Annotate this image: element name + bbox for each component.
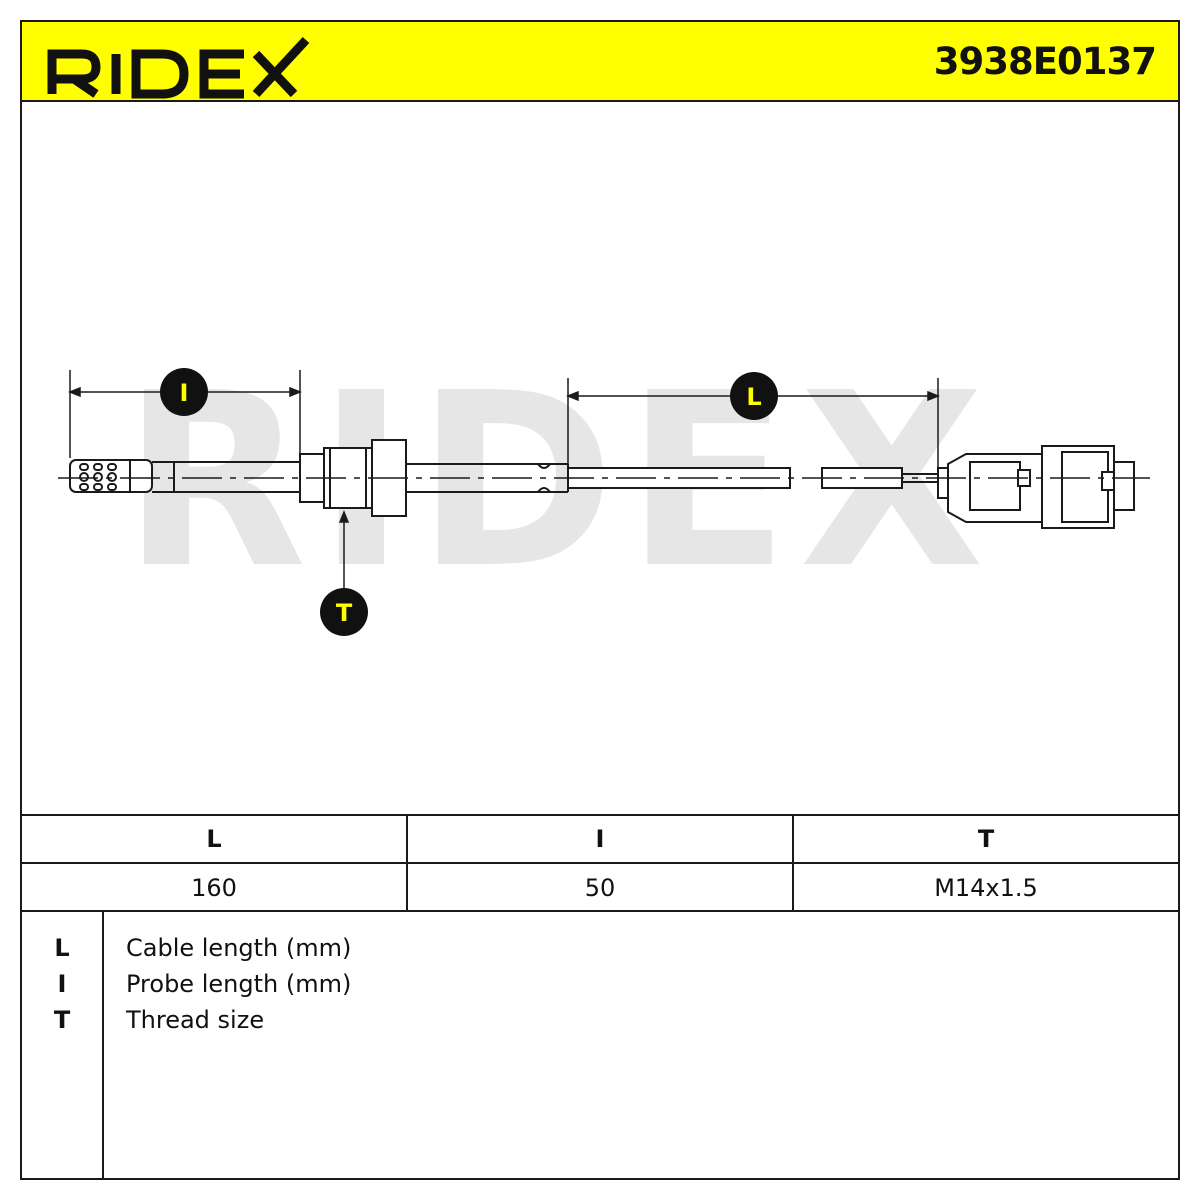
spec-header-row: L I T: [22, 816, 1178, 864]
callout-thread: [320, 588, 368, 636]
spec-value-thread: M14x1.5: [934, 874, 1038, 902]
probe-holes: [79, 463, 117, 491]
ridex-logo: [47, 36, 310, 99]
callout-probe-length-label: I: [180, 379, 189, 407]
legend: L I T Cable length (mm) Probe length (mm…: [22, 912, 1178, 1178]
legend-description: Probe length (mm): [126, 970, 352, 998]
datasheet-frame: 3938E0137 RIDEX: [20, 20, 1180, 1180]
header-bar: 3938E0137: [22, 22, 1178, 102]
legend-key: T: [53, 1006, 71, 1034]
spec-value-probe-length: 50: [408, 864, 794, 912]
spec-value-row: 160 50 M14x1.5: [22, 864, 1178, 912]
spec-header-thread: T: [977, 825, 995, 853]
legend-keys: L I T: [22, 912, 104, 1178]
legend-descriptions: Cable length (mm) Probe length (mm) Thre…: [126, 912, 351, 1038]
dimension-thread: [338, 509, 350, 588]
spec-header-probe-length: I: [408, 816, 794, 862]
legend-key: I: [57, 970, 67, 998]
spec-header-cable-length: L: [22, 816, 408, 862]
legend-key: L: [54, 934, 70, 962]
callout-cable-length: [730, 372, 778, 420]
spec-table: L I T 160 50 M14x1.5: [22, 814, 1178, 912]
callout-thread-label: T: [336, 599, 353, 627]
legend-description: Thread size: [126, 1006, 265, 1034]
callout-probe-length: [160, 368, 208, 416]
callout-cable-length-label: L: [746, 383, 761, 411]
legend-description: Cable length (mm): [126, 934, 352, 962]
sensor-drawing: RIDEX: [58, 341, 1150, 636]
spec-value-cable-length: 160: [22, 864, 408, 912]
part-number: 3938E0137: [933, 40, 1157, 83]
technical-drawing: RIDEX: [22, 102, 1178, 814]
